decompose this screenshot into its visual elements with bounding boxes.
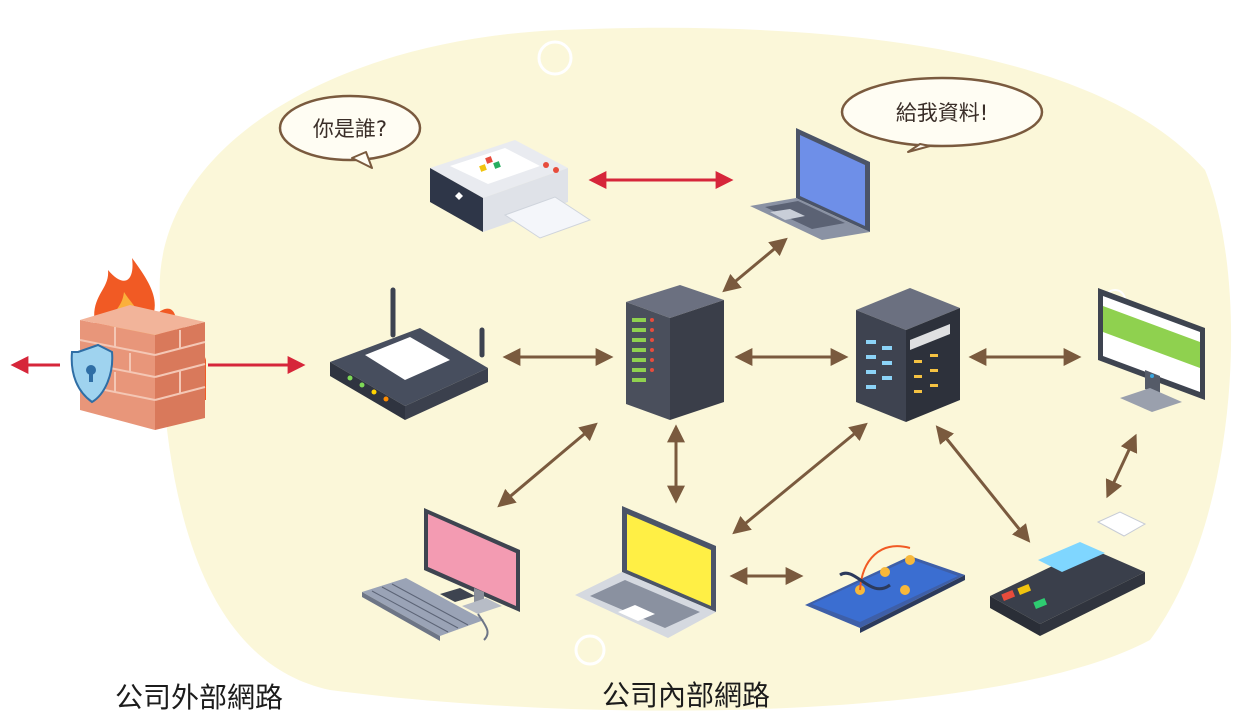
monitor-icon [1098, 288, 1205, 412]
desktop-computer-icon [362, 508, 520, 641]
internal-network-caption: 公司內部網路 [602, 679, 771, 712]
external-network-caption: 公司外部網路 [115, 681, 284, 714]
printer-speech-bubble: 你是誰? [278, 94, 422, 169]
router-icon [330, 287, 488, 420]
laptop-speech-bubble: 給我資料! [840, 76, 1044, 153]
firewall-icon [70, 258, 206, 430]
monitor-pos-arrow [1105, 433, 1138, 499]
laptop-bubble-text: 給我資料! [896, 101, 988, 125]
smartphone-icon [805, 545, 965, 633]
laptop-icon [575, 506, 716, 638]
laptop-icon [750, 128, 870, 240]
printer-icon [430, 140, 592, 239]
shield-icon [70, 343, 114, 404]
connection-arrows [497, 237, 1138, 585]
server-icon [626, 285, 724, 420]
server-icon [856, 288, 960, 422]
bubble-decoration [537, 40, 573, 76]
server-right-laptop-yellow-arrow [732, 422, 868, 535]
card-terminal-icon [990, 511, 1147, 636]
bubble-decoration [574, 634, 606, 666]
server-laptop-top-arrow [722, 237, 788, 293]
printer-bubble-text: 你是誰? [313, 117, 387, 141]
server-right-pos-arrow [935, 425, 1031, 543]
server-desktop-arrow [497, 422, 598, 508]
